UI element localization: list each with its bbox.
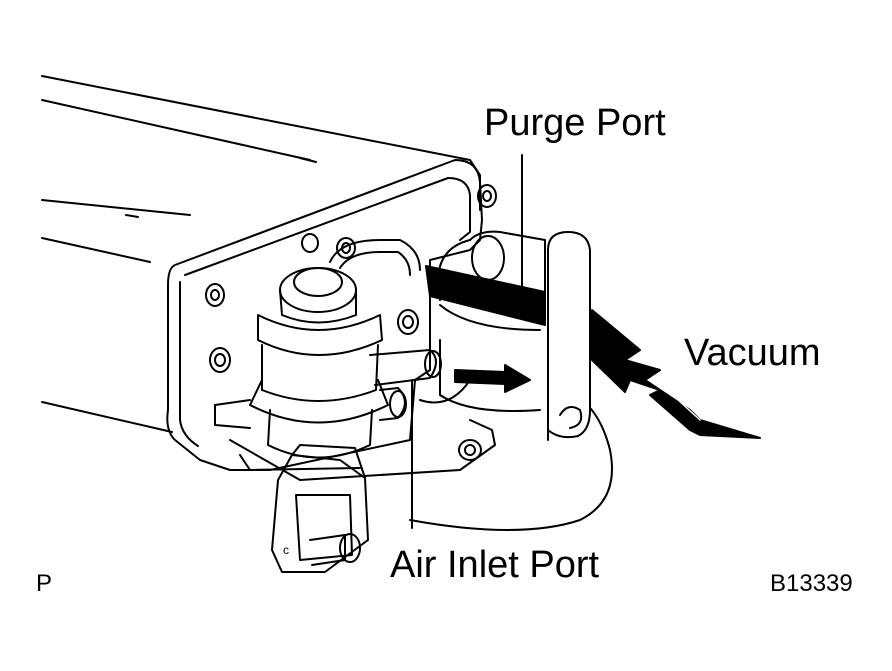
finger — [547, 231, 591, 441]
canister-body — [41, 75, 481, 433]
vacuum-arrow — [591, 309, 761, 439]
end-plate — [166, 159, 497, 481]
figure-code: B13339 — [770, 570, 853, 597]
electrical-connector: c — [271, 444, 369, 573]
air-inlet-arrow — [454, 364, 531, 393]
port-detail-circle — [409, 379, 613, 531]
page-mark: P — [36, 570, 53, 597]
air-inlet-port-label: Air Inlet Port — [390, 544, 600, 586]
vsv-valve — [214, 239, 442, 459]
vacuum-hose — [425, 265, 546, 326]
purge-port-nozzle — [437, 230, 546, 412]
svg-text:c: c — [283, 543, 289, 557]
purge-port-label: Purge Port — [484, 102, 666, 144]
vacuum-label: Vacuum — [684, 332, 821, 374]
